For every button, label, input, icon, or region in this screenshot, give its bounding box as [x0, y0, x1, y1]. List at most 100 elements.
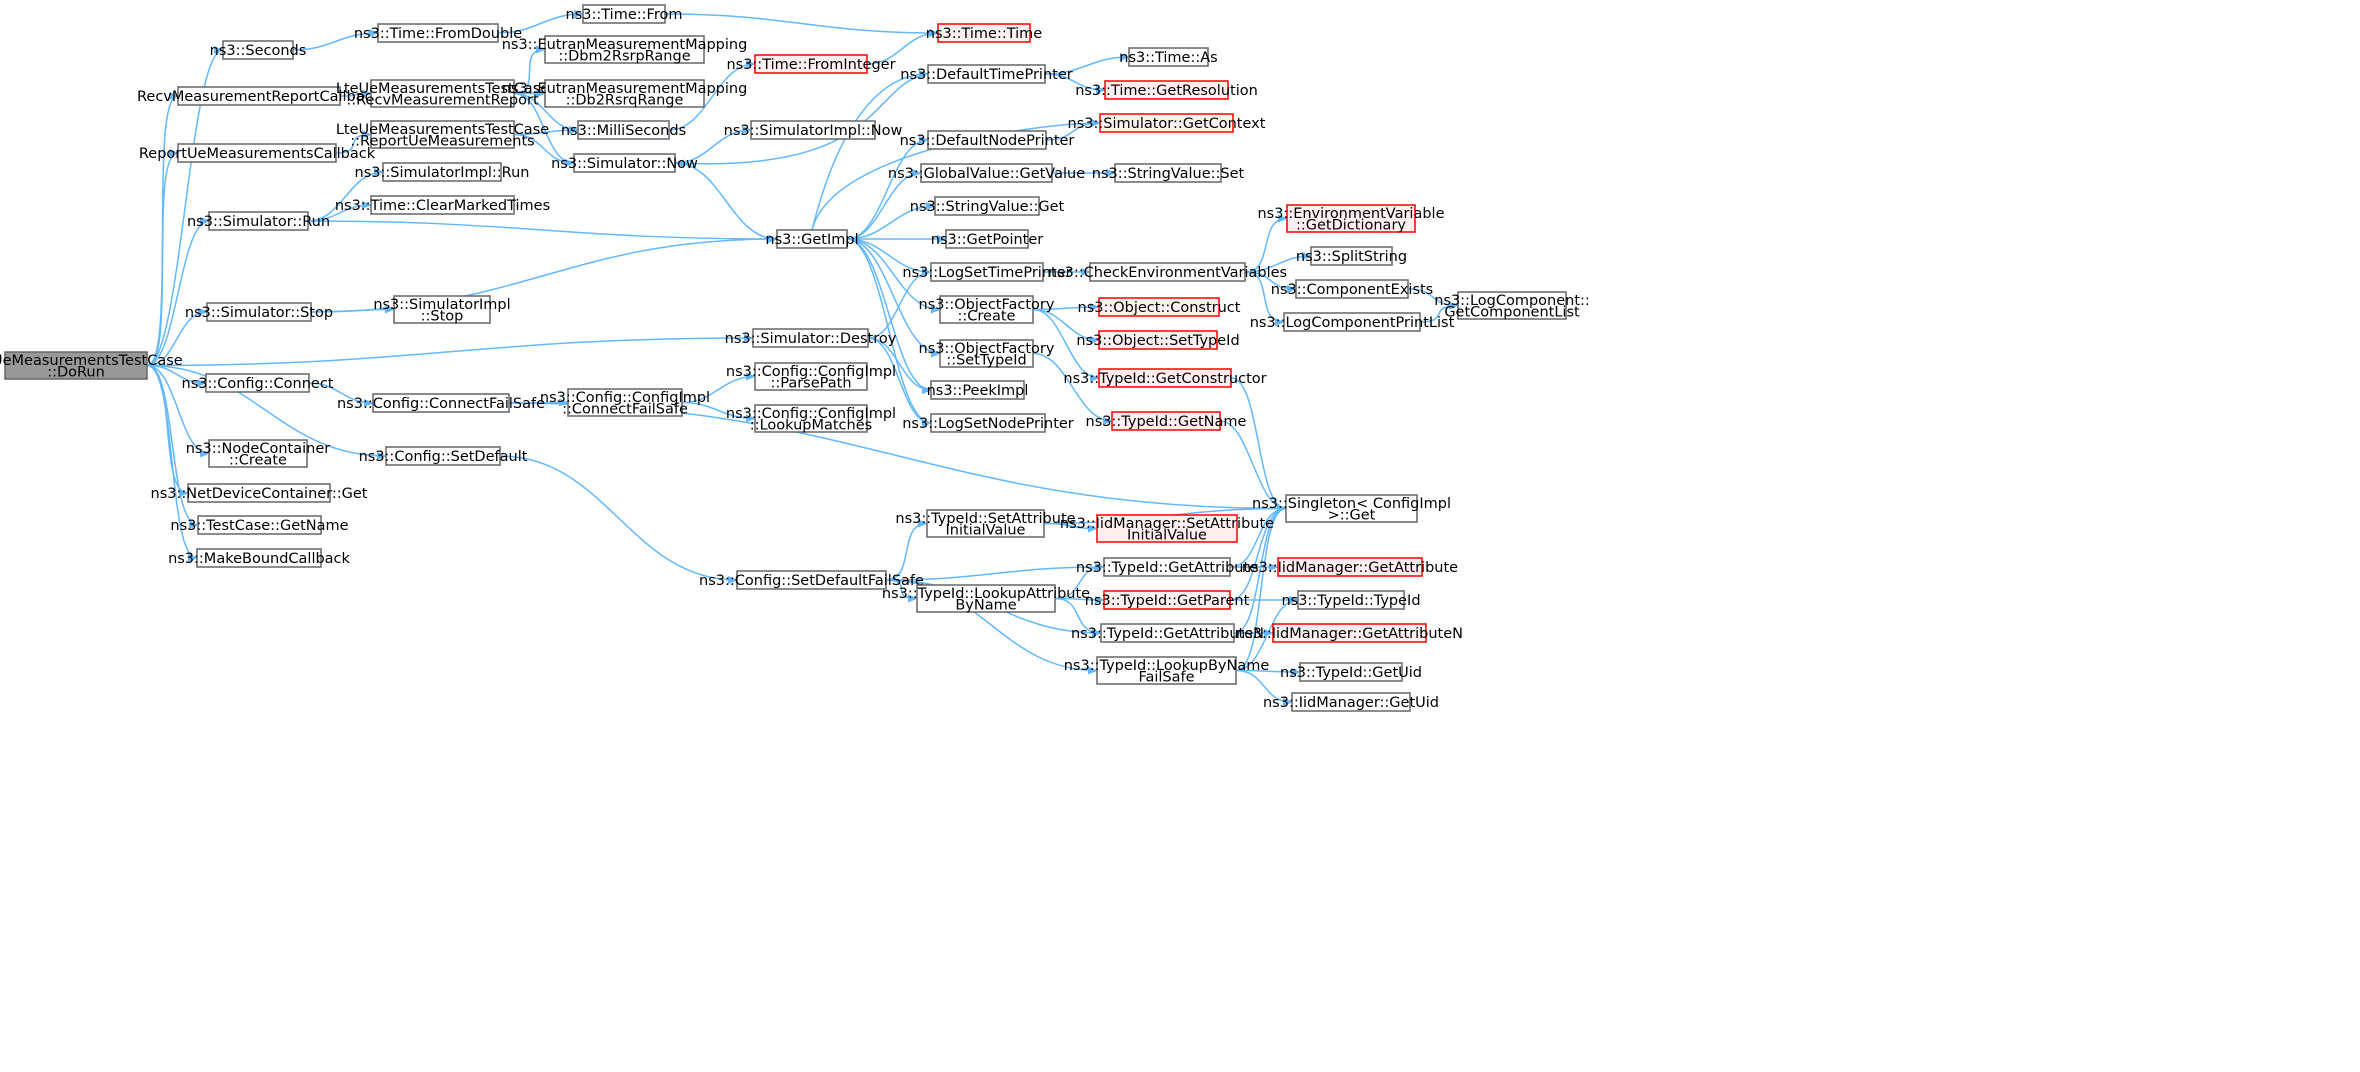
edge-sim_run-to-getimpl: [307, 220, 778, 243]
node-label: ::Db2RsrqRange: [566, 92, 684, 108]
node-label: ::GetDictionary: [1296, 217, 1406, 233]
node-objectfactory_create[interactable]: ns3::ObjectFactory::Create: [919, 295, 1055, 324]
node-object_settypeid[interactable]: ns3::Object::SetTypeId: [1076, 330, 1240, 350]
node-reportcb[interactable]: ReportUeMeasurementsCallback: [139, 143, 376, 163]
node-logcomponent_getlist[interactable]: ns3::LogComponent::GetComponentList: [1434, 291, 1590, 320]
node-config_connectfailsafe[interactable]: ns3::Config::ConnectFailSafe: [337, 393, 545, 413]
node-stringvalue_get[interactable]: ns3::StringValue::Get: [910, 196, 1065, 216]
node-typeid_getuid[interactable]: ns3::TypeId::GetUid: [1280, 662, 1422, 682]
node-box: [370, 195, 515, 215]
node-config_setdefault[interactable]: ns3::Config::SetDefault: [359, 446, 528, 466]
node-recvreport[interactable]: LteUeMeasurementsTestCase::RecvMeasureme…: [336, 79, 549, 108]
node-config_connect[interactable]: ns3::Config::Connect: [182, 373, 334, 393]
node-config_setdefaultfailsafe[interactable]: ns3::Config::SetDefaultFailSafe: [699, 570, 924, 590]
node-peekimpl[interactable]: ns3::PeekImpl: [927, 380, 1029, 400]
node-env_getdictionary[interactable]: ns3::EnvironmentVariable::GetDictionary: [1257, 204, 1445, 233]
node-label: LteUeMeasurementsTestCase: [0, 353, 183, 369]
node-box: [930, 262, 1044, 282]
node-simimpl_stop[interactable]: ns3::SimulatorImpl::Stop: [373, 295, 511, 324]
node-iidmanager_getuid[interactable]: ns3::IidManager::GetUid: [1263, 692, 1439, 712]
node-makeboundcallback[interactable]: ns3::MakeBoundCallback: [168, 548, 351, 568]
node-box: [205, 373, 310, 393]
node-time_clearmarked[interactable]: ns3::Time::ClearMarkedTimes: [335, 195, 550, 215]
node-db2rsrq[interactable]: ns3::EutranMeasurementMapping::Db2RsrqRa…: [502, 79, 748, 108]
node-configimpl_connectfailsafe[interactable]: ns3::Config::ConfigImpl::ConnectFailSafe: [540, 388, 710, 417]
node-iidmanager_getattribute[interactable]: ns3::IidManager::GetAttribute: [1242, 557, 1458, 577]
node-box: [1128, 47, 1209, 67]
node-sim_destroy[interactable]: ns3::Simulator::Destroy: [725, 328, 897, 348]
node-time_time[interactable]: ns3::Time::Time: [926, 23, 1043, 43]
node-recvcb[interactable]: RecvMeasurementReportCallback: [137, 86, 382, 106]
node-box: [1272, 623, 1427, 643]
node-typeid_getattributen[interactable]: ns3::TypeId::GetAttributeN: [1071, 623, 1264, 643]
node-dbm2rsrp[interactable]: ns3::EutranMeasurementMapping::Dbm2RsrpR…: [502, 35, 748, 64]
node-time_as[interactable]: ns3::Time::As: [1119, 47, 1218, 67]
node-sim_now[interactable]: ns3::Simulator::Now: [551, 153, 698, 173]
node-getpointer[interactable]: ns3::GetPointer: [931, 229, 1044, 249]
node-label: ns3::LogSetTimePrinter: [902, 265, 1071, 281]
node-box: [1297, 590, 1405, 610]
edge-typeid_lookupattrbyname-to-typeid_getparent: [1054, 595, 1105, 604]
node-sim_stop[interactable]: ns3::Simulator::Stop: [185, 302, 333, 322]
node-box: [752, 328, 869, 348]
node-nodecontainer_create[interactable]: ns3::NodeContainer::Create: [186, 439, 330, 468]
node-configimpl_lookupmatches[interactable]: ns3::Config::ConfigImpl::LookupMatches: [726, 404, 896, 433]
edge-time_from-to-time_time: [664, 13, 939, 37]
node-label: ::Create: [229, 452, 287, 468]
node-time_frominteger[interactable]: ns3::Time::FromInteger: [726, 54, 896, 74]
node-sim_run[interactable]: ns3::Simulator::Run: [187, 211, 330, 231]
node-label: ns3::Config::SetDefaultFailSafe: [699, 573, 924, 589]
node-getimpl[interactable]: ns3::GetImpl: [765, 229, 859, 249]
node-time_getresolution[interactable]: ns3::Time::GetResolution: [1075, 80, 1258, 100]
node-objectfactory_settypeid[interactable]: ns3::ObjectFactory::SetTypeId: [919, 339, 1055, 368]
node-configimpl_parsepath[interactable]: ns3::Config::ConfigImpl::ParsePath: [726, 362, 896, 391]
node-dorun[interactable]: LteUeMeasurementsTestCase::DoRun: [0, 351, 183, 380]
node-box: [377, 23, 499, 43]
node-netdevicecontainer_get[interactable]: ns3::NetDeviceContainer::Get: [151, 483, 368, 503]
node-stringvalue_set[interactable]: ns3::StringValue::Set: [1092, 163, 1245, 183]
node-splitstring[interactable]: ns3::SplitString: [1296, 246, 1407, 266]
node-label: ns3::IidManager::GetAttribute: [1242, 560, 1458, 576]
edge-reportue-to-sim_now: [513, 133, 575, 167]
node-label: >::Get: [1328, 507, 1376, 523]
node-time_from[interactable]: ns3::Time::From: [566, 4, 683, 24]
node-sim_getcontext[interactable]: ns3::Simulator::GetContext: [1068, 113, 1266, 133]
node-logsettimeprinter[interactable]: ns3::LogSetTimePrinter: [902, 262, 1072, 282]
node-simimpl_run[interactable]: ns3::SimulatorImpl::Run: [355, 162, 530, 182]
node-label: ns3::EutranMeasurementMapping: [502, 81, 748, 97]
node-typeid_getattribute[interactable]: ns3::TypeId::GetAttribute: [1076, 557, 1258, 577]
node-label: ::Dbm2RsrpRange: [558, 48, 690, 64]
node-typeid_getname[interactable]: ns3::TypeId::GetName: [1086, 411, 1247, 431]
node-seconds[interactable]: ns3::Seconds: [210, 40, 307, 60]
node-simimpl_now[interactable]: ns3::SimulatorImpl::Now: [724, 120, 903, 140]
node-time_fromdouble[interactable]: ns3::Time::FromDouble: [354, 23, 522, 43]
node-label: ns3::TypeId::GetName: [1086, 414, 1247, 430]
node-logcomponentprintlist[interactable]: ns3::LogComponentPrintList: [1250, 312, 1455, 332]
node-singleton_get[interactable]: ns3::Singleton< ConfigImpl>::Get: [1252, 494, 1451, 523]
node-defaultnodeprinter[interactable]: ns3::DefaultNodePrinter: [900, 130, 1075, 150]
node-testcase_getname[interactable]: ns3::TestCase::GetName: [170, 515, 349, 535]
edge-recvreport-to-dbm2rsrp: [513, 45, 546, 95]
edge-getimpl-to-objectfactory_create: [846, 238, 941, 314]
node-box: [927, 64, 1046, 84]
edge-dorun-to-sim_destroy: [146, 334, 754, 367]
node-componentexists[interactable]: ns3::ComponentExists: [1271, 279, 1434, 299]
node-object_construct[interactable]: ns3::Object::Construct: [1078, 297, 1241, 317]
node-defaulttimeprinter[interactable]: ns3::DefaultTimePrinter: [900, 64, 1073, 84]
node-typeid_getconstructor[interactable]: ns3::TypeId::GetConstructor: [1063, 368, 1267, 388]
node-typeid_getparent[interactable]: ns3::TypeId::GetParent: [1085, 590, 1250, 610]
node-globalvalue_getvalue[interactable]: ns3::GlobalValue::GetValue: [888, 163, 1085, 183]
node-logsetnodeprinter[interactable]: ns3::LogSetNodePrinter: [902, 413, 1074, 433]
node-iidmanager_getattributen[interactable]: ns3::IidManager::GetAttributeN: [1236, 623, 1463, 643]
edge-getimpl-to-peekimpl: [846, 238, 932, 394]
node-reportue[interactable]: LteUeMeasurementsTestCase::ReportUeMeasu…: [336, 120, 549, 149]
node-typeid_typeid[interactable]: ns3::TypeId::TypeId: [1281, 590, 1421, 610]
node-checkenv[interactable]: ns3::CheckEnvironmentVariables: [1048, 262, 1287, 282]
node-iidmanager_setattrinit[interactable]: ns3::IidManager::SetAttributeInitialValu…: [1060, 514, 1274, 543]
edge-dorun-to-makeboundcallback: [146, 364, 198, 562]
node-milliseconds[interactable]: ns3::MilliSeconds: [561, 120, 686, 140]
